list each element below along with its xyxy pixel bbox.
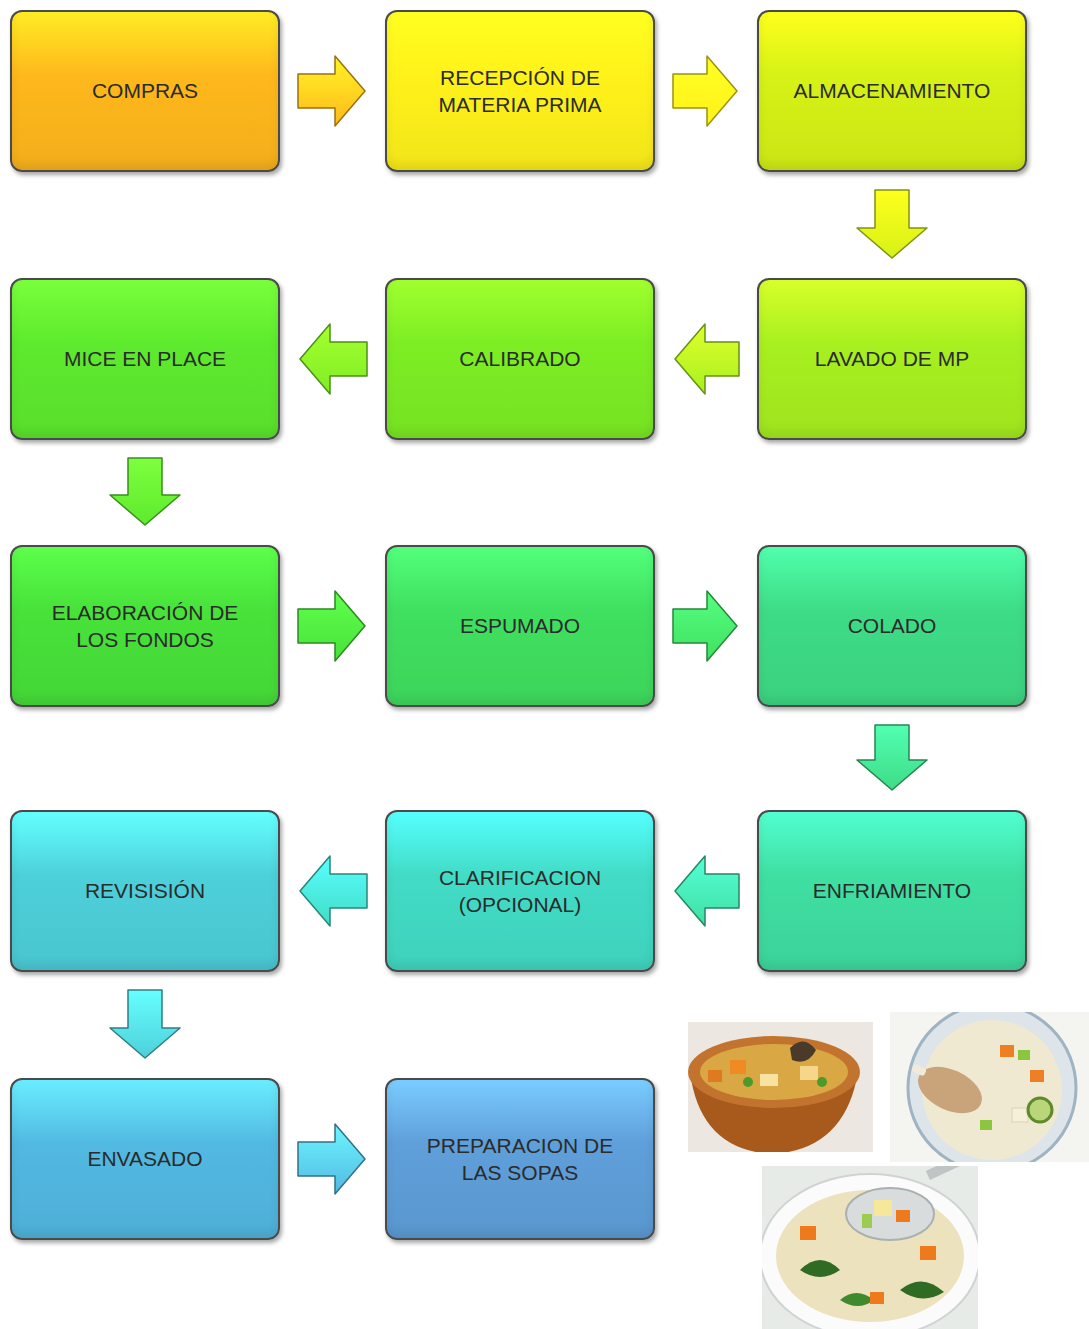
step-label: PREPARACION DE LAS SOPAS <box>411 1132 629 1187</box>
carrot <box>708 1070 722 1082</box>
soup-photo <box>688 1022 873 1152</box>
block-arrow <box>673 56 737 126</box>
soup-photo <box>762 1166 978 1329</box>
process-box: RECEPCIÓN DE MATERIA PRIMA <box>385 10 655 172</box>
spinach <box>900 1281 944 1298</box>
block-arrow <box>110 990 180 1058</box>
carrot <box>730 1060 746 1074</box>
process-box: MICE EN PLACE <box>10 278 280 440</box>
block-arrow <box>298 1124 365 1194</box>
step-label: ALMACENAMIENTO <box>794 77 991 104</box>
potato <box>874 1200 892 1216</box>
step-label: ENVASADO <box>87 1145 202 1172</box>
block-arrow <box>857 725 927 790</box>
step-label: LAVADO DE MP <box>815 345 969 372</box>
block-arrow <box>857 190 927 258</box>
carrot <box>920 1246 936 1260</box>
bowl <box>908 1012 1076 1162</box>
process-box: ENFRIAMIENTO <box>757 810 1027 972</box>
block-arrow <box>298 56 365 126</box>
process-box: ALMACENAMIENTO <box>757 10 1027 172</box>
spoon-handle <box>926 1166 974 1180</box>
herb <box>743 1077 753 1087</box>
process-box: ENVASADO <box>10 1078 280 1240</box>
step-label: CALIBRADO <box>459 345 580 372</box>
step-label: RECEPCIÓN DE MATERIA PRIMA <box>411 64 629 119</box>
process-box: COLADO <box>757 545 1027 707</box>
step-label: ELABORACIÓN DE LOS FONDOS <box>36 599 254 654</box>
bone <box>911 1063 927 1076</box>
step-label: REVISISIÓN <box>85 877 205 904</box>
block-arrow <box>300 856 367 926</box>
step-label: COMPRAS <box>92 77 198 104</box>
celery <box>1018 1050 1030 1060</box>
process-box: LAVADO DE MP <box>757 278 1027 440</box>
bowl <box>762 1174 978 1329</box>
step-label: ENFRIAMIENTO <box>813 877 971 904</box>
process-box: COMPRAS <box>10 10 280 172</box>
block-arrow <box>673 591 737 661</box>
potato <box>1012 1108 1028 1122</box>
potato <box>800 1066 818 1080</box>
process-box: ELABORACIÓN DE LOS FONDOS <box>10 545 280 707</box>
mushroom <box>790 1041 816 1061</box>
potato <box>760 1074 778 1086</box>
process-box: ESPUMADO <box>385 545 655 707</box>
bowl-rim <box>688 1036 860 1108</box>
step-label: CLARIFICACION (OPCIONAL) <box>411 864 629 919</box>
process-box: REVISISIÓN <box>10 810 280 972</box>
chicken-leg <box>911 1058 990 1123</box>
block-arrow <box>110 458 180 525</box>
carrot <box>896 1210 910 1222</box>
carrot <box>1030 1070 1044 1082</box>
process-box: PREPARACION DE LAS SOPAS <box>385 1078 655 1240</box>
block-arrow <box>298 591 365 661</box>
block-arrow <box>675 856 739 926</box>
step-label: ESPUMADO <box>460 612 580 639</box>
zucchini <box>1028 1098 1052 1122</box>
step-label: MICE EN PLACE <box>64 345 226 372</box>
spoon <box>846 1188 934 1240</box>
carrot <box>870 1292 884 1304</box>
herb <box>817 1077 827 1087</box>
spinach <box>840 1293 874 1306</box>
process-box: CALIBRADO <box>385 278 655 440</box>
spinach <box>800 1260 840 1277</box>
block-arrow <box>300 324 367 394</box>
carrot <box>1000 1045 1014 1057</box>
celery <box>980 1120 992 1130</box>
broth <box>700 1044 848 1100</box>
block-arrow <box>675 324 739 394</box>
soup-photo <box>890 1012 1089 1162</box>
celery <box>862 1214 872 1228</box>
process-box: CLARIFICACION (OPCIONAL) <box>385 810 655 972</box>
step-label: COLADO <box>848 612 937 639</box>
carrot <box>800 1226 816 1240</box>
